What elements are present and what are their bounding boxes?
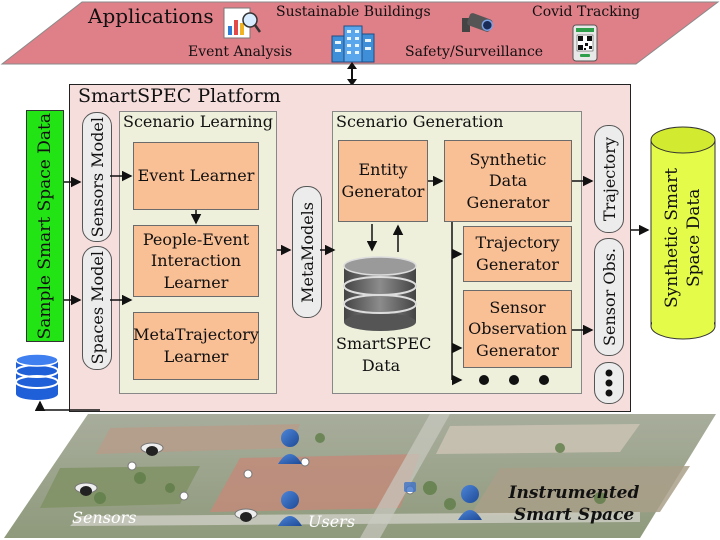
people-event-interaction-learner-box: People-Event Interaction Learner — [133, 225, 259, 297]
more-outputs-pill — [594, 362, 624, 404]
platform-application-arrow — [347, 62, 357, 86]
sensor-camera-icons — [74, 442, 416, 522]
smartspec-data-label: SmartSPEC Data — [336, 334, 432, 375]
applications-title: Applications — [88, 4, 214, 28]
sample-database-icon — [15, 353, 59, 400]
synthetic-data-cylinder — [650, 126, 716, 340]
sample-data-label: Sample Smart Space Data — [35, 112, 55, 340]
user-person-icons — [278, 429, 482, 526]
safety-surveillance-label: Safety/Surveillance — [405, 44, 544, 60]
event-analysis-label: Event Analysis — [188, 44, 293, 60]
sustainable-buildings-label: Sustainable Buildings — [276, 4, 431, 20]
ellipsis-icon — [605, 369, 613, 397]
entity-generator-box: Entity Generator — [338, 140, 428, 222]
synthetic-data-generator-box: Synthetic Data Generator — [444, 140, 572, 222]
trajectory-pill: Trajectory — [594, 125, 624, 233]
spaces-model-pill: Spaces Model — [82, 246, 112, 370]
synthetic-data-label-wrap: Synthetic Smart Space Data — [652, 150, 714, 326]
synthetic-data-label: Synthetic Smart Space Data — [662, 167, 705, 309]
trajectory-generator-box: Trajectory Generator — [463, 226, 572, 282]
instrumented-smart-space-caption: Instrumented Smart Space — [508, 483, 640, 526]
sensors-caption: Sensors — [72, 508, 137, 527]
scenario-generation-title: Scenario Generation — [336, 112, 504, 131]
health-pass-qr-icon — [572, 24, 598, 62]
event-analysis-icon — [223, 7, 262, 39]
instrumented-smart-space-scene — [4, 414, 716, 538]
scenario-learning-title: Scenario Learning — [123, 112, 273, 131]
building-icon — [331, 25, 375, 63]
sensor-observation-generator-box: Sensor Observation Generator — [463, 290, 572, 368]
sample-smart-space-data-box: Sample Smart Space Data — [26, 110, 64, 342]
metamodels-pill: MetaModels — [292, 186, 322, 318]
generator-ellipsis-icon — [479, 375, 549, 385]
smartspec-database-icon — [343, 256, 417, 331]
users-caption: Users — [308, 512, 356, 531]
covid-tracking-label: Covid Tracking — [532, 4, 641, 20]
event-learner-box: Event Learner — [133, 142, 259, 210]
metatrajectory-learner-box: MetaTrajectory Learner — [133, 312, 259, 380]
surveillance-camera-icon — [462, 13, 494, 32]
sensors-model-pill: Sensors Model — [82, 112, 112, 242]
sensor-obs-pill: Sensor Obs. — [594, 238, 624, 356]
platform-title: SmartSPEC Platform — [78, 85, 281, 107]
